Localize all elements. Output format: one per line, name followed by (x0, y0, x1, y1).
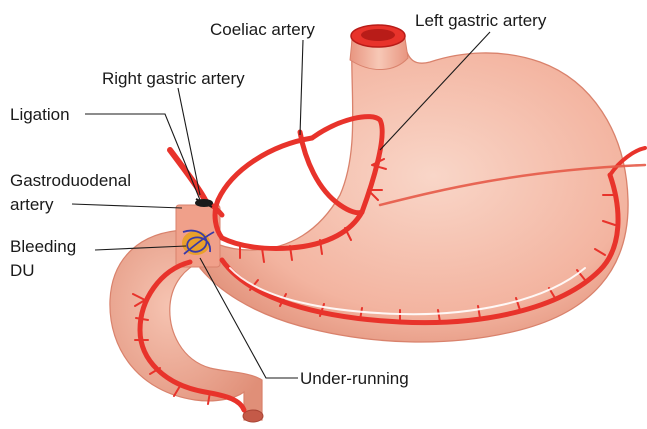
label-bleeding-line1: Bleeding (10, 237, 76, 256)
label-bleeding-line2: DU (10, 261, 35, 280)
label-gastroduodenal-line1: Gastroduodenal (10, 171, 131, 190)
label-gastroduodenal-line2: artery (10, 195, 54, 214)
duodenum-lumen-end (243, 410, 263, 422)
label-left-gastric-artery: Left gastric artery (415, 11, 547, 30)
right-gastric-artery (215, 138, 312, 238)
oesophagus-lumen-inner (361, 29, 395, 41)
label-under-running: Under-running (300, 369, 409, 388)
label-ligation: Ligation (10, 105, 70, 124)
label-coeliac-artery: Coeliac artery (210, 20, 315, 39)
label-right-gastric-artery: Right gastric artery (102, 69, 245, 88)
ligation-clip (195, 199, 213, 207)
